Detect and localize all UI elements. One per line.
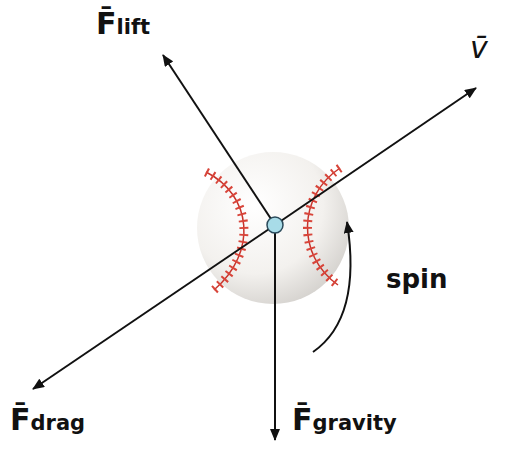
drag-label: F̄drag [10, 402, 85, 438]
drag-vector [33, 225, 275, 389]
center-dot [267, 217, 283, 233]
seam [206, 172, 244, 290]
lift-label: F̄lift [96, 6, 150, 42]
seam [307, 168, 340, 285]
gravity-vector [274, 225, 276, 440]
velocity-label: v̄ [470, 30, 488, 66]
stitches [307, 168, 340, 285]
stitches [206, 172, 244, 290]
lift-vector [163, 55, 275, 225]
spin-arrow [313, 222, 351, 352]
velocity-vector [275, 88, 476, 225]
gravity-label: F̄gravity [292, 402, 397, 438]
spin-label: spin [386, 264, 448, 295]
ball [197, 152, 349, 304]
